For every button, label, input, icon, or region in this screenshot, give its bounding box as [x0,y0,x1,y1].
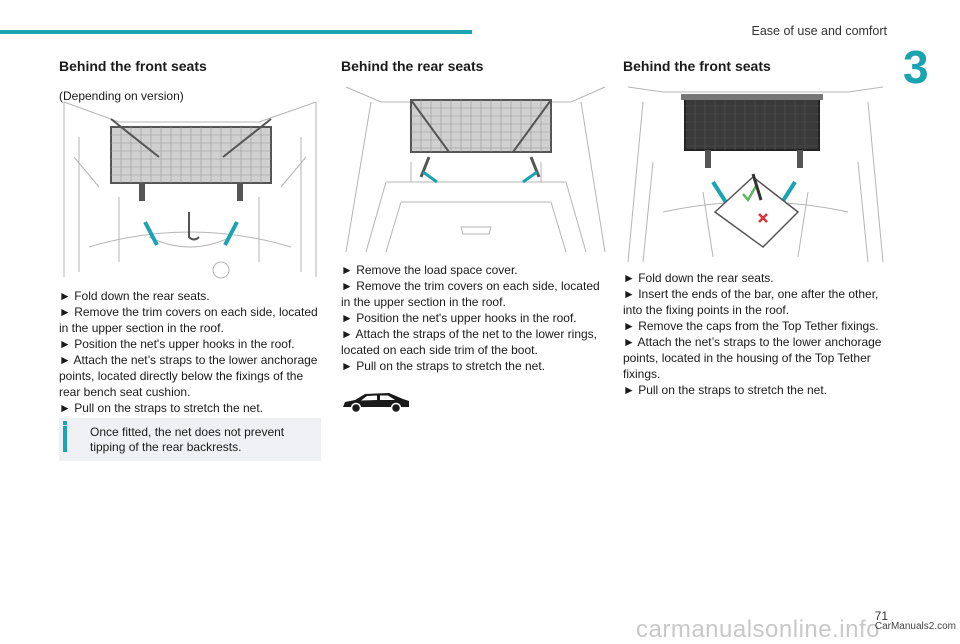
step: ► Remove the load space cover. [341,263,518,277]
steps-list: ► Fold down the rear seats. ► Remove the… [59,288,323,416]
step: ► Remove the trim covers on each side, l… [59,305,318,335]
info-icon [63,421,67,452]
illustration-net-top-tether [627,86,884,263]
column-title: Behind the rear seats [341,58,484,74]
step: ► Attach the net’s straps to the lower a… [59,353,318,399]
step: ► Remove the caps from the Top Tether fi… [623,319,879,333]
chapter-number: 3 [903,41,929,93]
section-title: Ease of use and comfort [751,24,888,38]
info-note-text: Once fitted, the net does not prevent ti… [90,425,285,454]
column-rear-seats: Behind the rear seats [341,58,603,74]
steps-list: ► Remove the load space cover. ► Remove … [341,262,607,374]
header-accent-bar [0,30,472,34]
step: ► Pull on the straps to stretch the net. [59,401,263,415]
column-front-seats-version: Behind the front seats (Depending on ver… [59,58,321,103]
info-note: Once fitted, the net does not prevent ti… [59,418,321,461]
illustration-net-behind-front-seats [63,101,317,279]
step: ► Pull on the straps to stretch the net. [623,383,827,397]
steps-list: ► Fold down the rear seats. ► Insert the… [623,270,889,398]
step: ► Position the net's upper hooks in the … [59,337,295,351]
column-front-seats-bar: Behind the front seats [623,58,885,74]
column-title: Behind the front seats [623,58,771,74]
illustration-net-behind-rear-seats [345,86,606,253]
step: ► Position the net's upper hooks in the … [341,311,577,325]
step: ► Remove the trim covers on each side, l… [341,279,600,309]
step: ► Attach the net’s straps to the lower a… [623,335,882,381]
step: ► Attach the straps of the net to the lo… [341,327,598,357]
footer-url[interactable]: CarManuals2.com [874,621,956,632]
step: ► Insert the ends of the bar, one after … [623,287,879,317]
watermark: carmanualsonline.info [636,616,880,643]
column-subtitle: (Depending on version) [59,89,184,103]
step: ► Fold down the rear seats. [59,289,210,303]
step: ► Pull on the straps to stretch the net. [341,359,545,373]
car-silhouette-icon [343,393,409,413]
step: ► Fold down the rear seats. [623,271,774,285]
column-title: Behind the front seats [59,58,207,74]
page-number: 71 [874,609,888,623]
